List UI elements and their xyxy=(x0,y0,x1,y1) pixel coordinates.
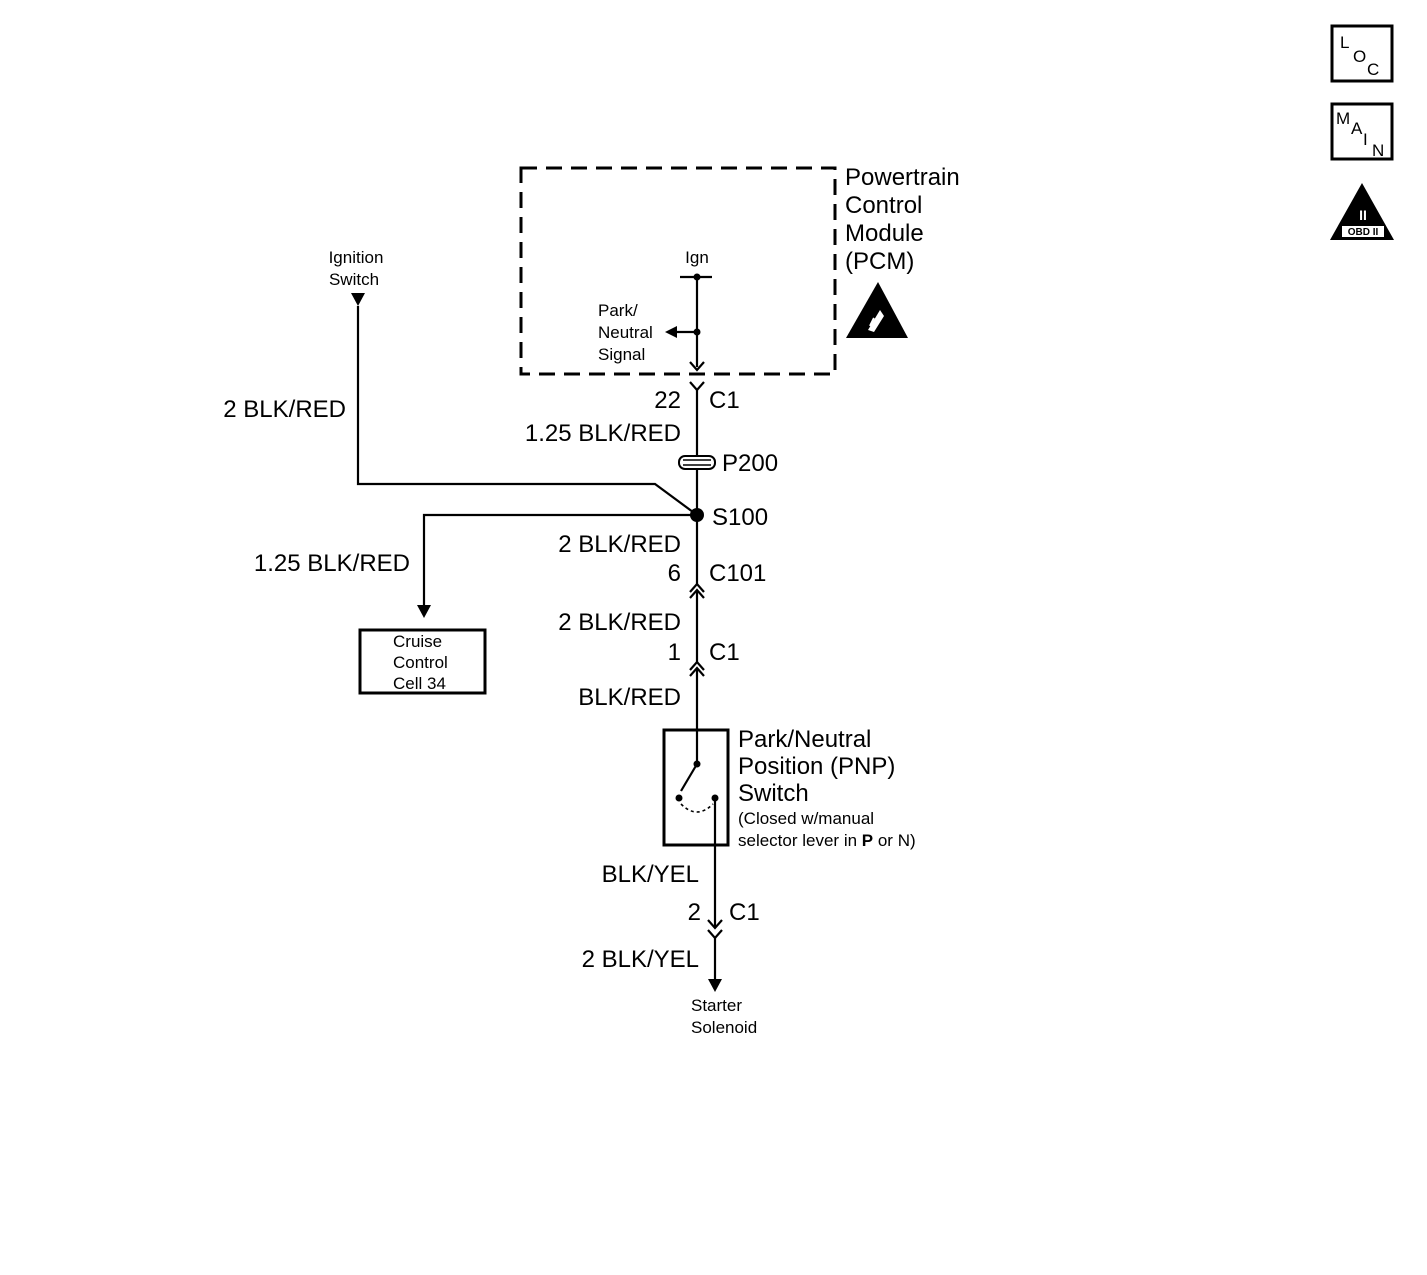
starter-line-1: Starter xyxy=(691,996,742,1015)
esd-warning-icon xyxy=(846,282,908,338)
wire-label-ignition: 2 BLK/RED xyxy=(223,396,346,423)
svg-text:N: N xyxy=(1372,141,1384,160)
signal-line-3: Signal xyxy=(598,345,645,364)
svg-text:A: A xyxy=(1351,119,1363,138)
pnp-c1-bottom-name: C1 xyxy=(729,899,760,926)
pcm-boundary xyxy=(519,166,837,376)
signal-line-2: Neutral xyxy=(598,323,653,342)
svg-text:O: O xyxy=(1353,47,1366,66)
svg-text:I: I xyxy=(1363,130,1368,149)
svg-text:C: C xyxy=(1367,60,1379,79)
pcm-pin-arrow-icon xyxy=(689,361,705,372)
p200-label: P200 xyxy=(722,450,778,477)
wire-label-cruise: 1.25 BLK/RED xyxy=(254,550,410,577)
pnp-c1-bottom-icon-a xyxy=(707,919,723,930)
ign-label: Ign xyxy=(685,248,709,267)
pcm-name-line-1: Powertrain xyxy=(845,164,960,191)
svg-text:OBD II: OBD II xyxy=(1348,227,1379,238)
ignition-wire xyxy=(356,306,698,516)
signal-arrow-icon xyxy=(665,326,677,338)
pnp-c1-top-pin: 1 xyxy=(668,639,681,666)
ignition-line-1: Ignition xyxy=(329,248,384,267)
pnp-mechanical-link xyxy=(680,803,714,813)
cruise-arrow-icon xyxy=(417,605,431,618)
pnp-contact-left xyxy=(675,794,683,802)
main-icon[interactable]: M A I N xyxy=(1330,102,1394,161)
pnp-name-line-3: Switch xyxy=(738,780,809,807)
ignition-arrow-icon xyxy=(351,293,365,306)
cruise-line-3: Cell 34 xyxy=(393,674,446,693)
pnp-name-line-2: Position (PNP) xyxy=(738,753,895,780)
svg-text:II: II xyxy=(1359,207,1367,223)
pnp-note-line-1: (Closed w/manual xyxy=(738,809,874,828)
wire-label-c1-pnp: BLK/RED xyxy=(578,684,681,711)
pnp-c1-bottom-pin: 2 xyxy=(688,899,701,926)
wire-label-c101-c1: 2 BLK/RED xyxy=(558,609,681,636)
pnp-note-line-2: selector lever in P or N) xyxy=(738,831,916,850)
wire-label-c1-starter: 2 BLK/YEL xyxy=(582,946,699,973)
svg-text:L: L xyxy=(1340,33,1349,52)
pcm-c1-connector-icon xyxy=(689,381,705,392)
wire-label-pnp-c1: BLK/YEL xyxy=(602,861,699,888)
ignition-line-2: Switch xyxy=(329,270,379,289)
c101-connector-icon-a xyxy=(689,582,705,593)
starter-line-2: Solenoid xyxy=(691,1018,757,1037)
signal-line-1: Park/ xyxy=(598,301,638,320)
c101-name: C101 xyxy=(709,560,766,587)
svg-text:M: M xyxy=(1336,109,1350,128)
pcm-c1-name: C1 xyxy=(709,387,740,414)
cruise-control-box[interactable] xyxy=(358,628,487,695)
pnp-c1-bottom-icon-b xyxy=(707,929,723,940)
pnp-name-line-1: Park/Neutral xyxy=(738,726,871,753)
c101-pin: 6 xyxy=(668,560,681,587)
pcm-name-line-2: Control xyxy=(845,192,922,219)
wire-label-pcm-p200: 1.25 BLK/RED xyxy=(525,420,681,447)
pcm-name-line-4: (PCM) xyxy=(845,248,914,275)
obd-ii-icon[interactable]: II OBD II xyxy=(1330,183,1394,240)
cruise-wire xyxy=(422,513,697,606)
wire-label-s100-c101: 2 BLK/RED xyxy=(558,531,681,558)
pnp-c1-top-name: C1 xyxy=(709,639,740,666)
pcm-c1-pin: 22 xyxy=(654,387,681,414)
pcm-name-line-3: Module xyxy=(845,220,924,247)
pnp-switch-blade xyxy=(680,763,698,792)
s100-label: S100 xyxy=(712,504,768,531)
ign-node xyxy=(693,273,701,281)
loc-icon[interactable]: L O C xyxy=(1330,24,1394,83)
pnp-c1-top-icon-a xyxy=(689,660,705,671)
pnp-switch-box[interactable] xyxy=(662,728,730,847)
cruise-line-2: Control xyxy=(393,653,448,672)
starter-arrow-icon xyxy=(708,979,722,992)
p200-connector-icon xyxy=(678,455,716,470)
cruise-line-1: Cruise xyxy=(393,632,442,651)
